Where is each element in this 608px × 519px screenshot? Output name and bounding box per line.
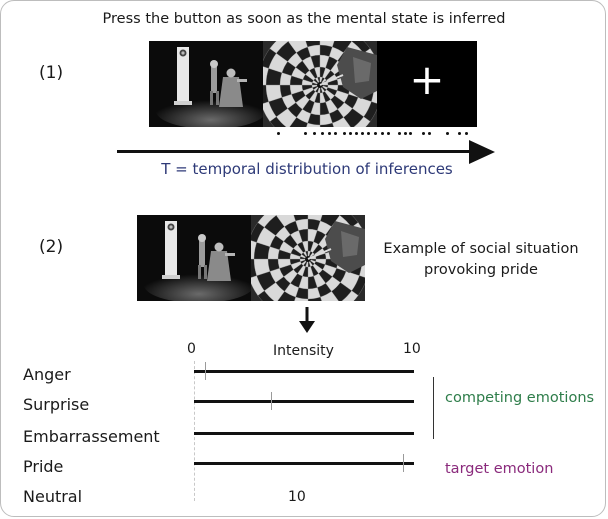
example-line-2: provoking pride [424,262,538,278]
response-dot [333,132,337,135]
response-dot [343,132,347,135]
response-dots [263,131,477,139]
rating-marker[interactable] [403,454,404,472]
emotion-label: Pride [23,457,64,476]
response-dot [404,132,408,135]
response-dot [303,132,307,135]
scene-photo-1 [149,41,263,127]
step-2-label: (2) [39,237,64,257]
rating-scale-line[interactable] [194,370,414,373]
example-caption: Example of social situation provoking pr… [381,239,581,281]
emotion-label: Surprise [23,395,90,414]
rating-scale-line[interactable] [194,400,414,403]
rating-scale-line[interactable] [194,462,414,465]
example-line-1: Example of social situation [383,241,579,257]
dartboard-photo-1 [263,41,377,127]
response-dot [397,132,401,135]
response-dot [386,132,390,135]
scale-max-label: 10 [403,341,421,357]
response-dot [366,132,370,135]
response-dot [276,132,280,135]
rating-marker[interactable] [271,392,272,410]
response-dot [312,132,316,135]
response-dot [381,132,385,135]
response-dot [458,132,462,135]
response-dot [374,132,378,135]
instruction-title: Press the button as soon as the mental s… [102,11,506,27]
competing-emotions-label: competing emotions [445,390,595,406]
dartboard-photo-2 [251,215,365,301]
response-dot [445,132,449,135]
step-1-label: (1) [39,63,64,83]
scale-title: Intensity [273,343,334,359]
temporal-caption: T = temporal distribution of inferences [161,160,453,178]
response-dot [428,132,432,135]
response-dot [465,132,469,135]
time-arrow-shaft [117,150,473,153]
response-dot [349,132,353,135]
response-dot [409,132,413,135]
fixation-cross-icon: + [409,55,445,104]
target-emotion-label: target emotion [445,461,554,477]
emotion-label: Neutral [23,487,83,506]
fixation-screen: + [377,41,477,127]
response-dot [355,132,359,135]
scene-photo-2 [137,215,251,301]
competing-group-bracket [433,377,434,439]
time-arrow-head-icon [469,140,495,164]
down-arrow-icon [299,307,315,333]
emotion-label: Anger [23,365,71,384]
neutral-value: 10 [288,489,306,505]
response-dot [360,132,364,135]
response-dot [327,132,331,135]
response-dot [321,132,325,135]
zero-guide-line [194,361,195,501]
scale-min-label: 0 [187,341,196,357]
response-dot [421,132,425,135]
emotion-label: Embarrassement [23,427,160,446]
rating-marker[interactable] [205,362,206,380]
rating-scale-line[interactable] [194,432,414,435]
